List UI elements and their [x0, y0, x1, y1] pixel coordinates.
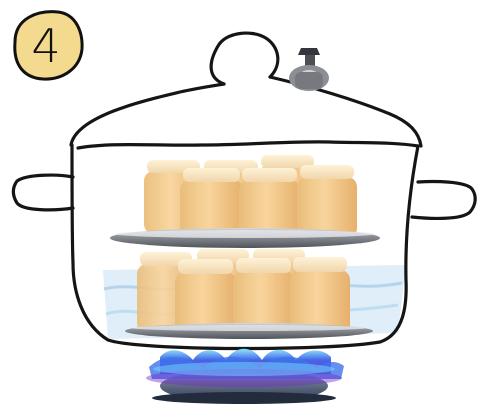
jar: [297, 165, 357, 238]
upper-jar-row: [144, 155, 357, 238]
lower-rack: [125, 323, 373, 339]
pressure-valve-icon: [289, 48, 329, 91]
step-badge: [15, 12, 82, 79]
upper-rack: [110, 228, 380, 248]
lower-jar-row: [137, 249, 350, 336]
jar: [239, 168, 300, 238]
gas-burner-icon: [146, 349, 344, 404]
jar: [180, 168, 243, 238]
